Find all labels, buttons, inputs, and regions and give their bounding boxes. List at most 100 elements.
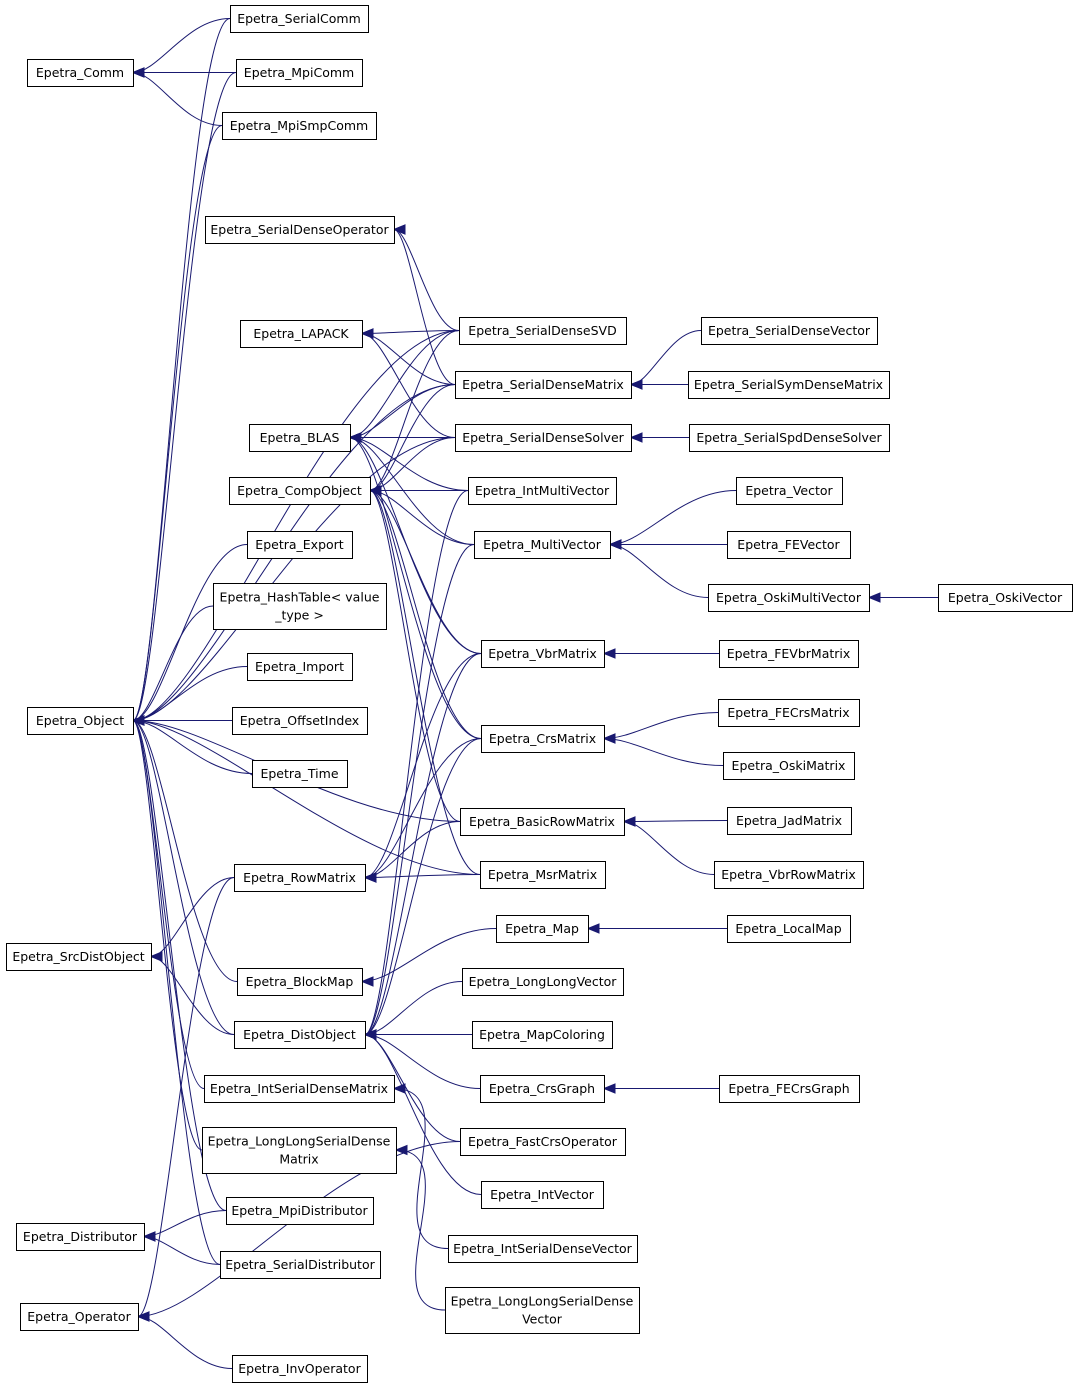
class-name-label: Epetra_BasicRowMatrix bbox=[469, 814, 615, 829]
class-node-oskimv[interactable]: Epetra_OskiMultiVector bbox=[708, 584, 870, 612]
class-box bbox=[718, 699, 860, 727]
class-node-oskimat[interactable]: Epetra_OskiMatrix bbox=[723, 752, 855, 780]
class-node-llvec[interactable]: Epetra_LongLongVector bbox=[462, 968, 624, 996]
class-box bbox=[708, 584, 870, 612]
class-name-label: Epetra_DistObject bbox=[243, 1027, 356, 1042]
class-box bbox=[938, 584, 1073, 612]
class-box bbox=[205, 216, 395, 244]
inheritance-edge-sdsvd-to-sdop bbox=[393, 229, 460, 331]
arrowhead-basicrow bbox=[622, 816, 636, 827]
class-node-serialdist[interactable]: Epetra_SerialDistributor bbox=[220, 1251, 381, 1279]
arrowhead-blas bbox=[348, 432, 362, 443]
arrowhead-distobj bbox=[363, 1029, 377, 1040]
class-node-spdsolver[interactable]: Epetra_SerialSpdDenseSolver bbox=[689, 424, 890, 452]
class-node-time[interactable]: Epetra_Time bbox=[252, 760, 348, 788]
class-node-intsdm[interactable]: Epetra_IntSerialDenseMatrix bbox=[204, 1075, 395, 1103]
class-name-label: Epetra_InvOperator bbox=[238, 1361, 361, 1376]
class-node-comm[interactable]: Epetra_Comm bbox=[27, 59, 134, 87]
arrowhead-compobj bbox=[368, 485, 382, 496]
class-box bbox=[719, 640, 859, 668]
inheritance-edge-intvec-to-distobj bbox=[364, 1034, 482, 1195]
class-node-sdmatrix[interactable]: Epetra_SerialDenseMatrix bbox=[455, 371, 632, 399]
class-node-fecrs[interactable]: Epetra_FECrsMatrix bbox=[718, 699, 860, 727]
class-node-fevector[interactable]: Epetra_FEVector bbox=[727, 531, 851, 559]
arrowhead-sdsolver bbox=[629, 432, 643, 443]
class-node-mpismpcomm[interactable]: Epetra_MpiSmpComm bbox=[222, 112, 377, 140]
class-node-mpidist[interactable]: Epetra_MpiDistributor bbox=[226, 1197, 374, 1225]
class-node-crsgraph[interactable]: Epetra_CrsGraph bbox=[480, 1075, 605, 1103]
class-node-hashtable[interactable]: Epetra_HashTable< value_type > bbox=[213, 583, 387, 630]
class-node-fastcrs[interactable]: Epetra_FastCrsOperator bbox=[460, 1128, 626, 1156]
inheritance-edge-mpismpcomm-to-object bbox=[132, 125, 223, 721]
class-box bbox=[481, 640, 605, 668]
class-box bbox=[222, 112, 377, 140]
class-node-crs[interactable]: Epetra_CrsMatrix bbox=[481, 725, 605, 753]
class-node-localmap[interactable]: Epetra_LocalMap bbox=[727, 915, 851, 943]
class-name-label: Epetra_FECrsMatrix bbox=[727, 705, 849, 720]
class-box bbox=[232, 1355, 368, 1383]
class-box bbox=[460, 808, 625, 836]
inheritance-edge-distobj-to-object bbox=[132, 720, 235, 1035]
class-name-label: Epetra_FastCrsOperator bbox=[468, 1134, 618, 1149]
class-node-lapack[interactable]: Epetra_LAPACK bbox=[240, 320, 363, 348]
class-node-object[interactable]: Epetra_Object bbox=[27, 707, 134, 735]
class-node-sdsvd[interactable]: Epetra_SerialDenseSVD bbox=[459, 317, 627, 345]
class-node-operator[interactable]: Epetra_Operator bbox=[20, 1303, 139, 1331]
class-node-sdop[interactable]: Epetra_SerialDenseOperator bbox=[205, 216, 395, 244]
class-box bbox=[455, 424, 632, 452]
class-node-msr[interactable]: Epetra_MsrMatrix bbox=[480, 861, 606, 889]
class-node-oskivec[interactable]: Epetra_OskiVector bbox=[938, 584, 1073, 612]
class-node-mapcolor[interactable]: Epetra_MapColoring bbox=[472, 1021, 613, 1049]
class-node-export[interactable]: Epetra_Export bbox=[247, 531, 353, 559]
class-node-sdsolver[interactable]: Epetra_SerialDenseSolver bbox=[455, 424, 632, 452]
class-node-serialcomm[interactable]: Epetra_SerialComm bbox=[230, 5, 369, 33]
class-node-map[interactable]: Epetra_Map bbox=[496, 915, 589, 943]
class-node-distributor[interactable]: Epetra_Distributor bbox=[16, 1223, 145, 1251]
class-node-jad[interactable]: Epetra_JadMatrix bbox=[727, 807, 852, 835]
class-node-import[interactable]: Epetra_Import bbox=[247, 653, 353, 681]
class-name-label: Epetra_MapColoring bbox=[479, 1027, 605, 1042]
class-node-compobj[interactable]: Epetra_CompObject bbox=[229, 477, 371, 505]
class-box bbox=[481, 725, 605, 753]
arrowhead-sdmatrix bbox=[629, 379, 643, 390]
class-node-vbr[interactable]: Epetra_VbrMatrix bbox=[481, 640, 605, 668]
class-node-blas[interactable]: Epetra_BLAS bbox=[249, 424, 351, 452]
inheritance-edge-map-to-blockmap bbox=[361, 928, 497, 982]
class-node-intsdv[interactable]: Epetra_IntSerialDenseVector bbox=[448, 1235, 638, 1263]
class-node-vbrrow[interactable]: Epetra_VbrRowMatrix bbox=[714, 861, 864, 889]
class-node-mpicomm[interactable]: Epetra_MpiComm bbox=[236, 59, 363, 87]
class-node-srcdist[interactable]: Epetra_SrcDistObject bbox=[6, 943, 152, 971]
class-node-distobj[interactable]: Epetra_DistObject bbox=[234, 1021, 366, 1049]
class-node-basicrow[interactable]: Epetra_BasicRowMatrix bbox=[460, 808, 625, 836]
class-node-intvec[interactable]: Epetra_IntVector bbox=[481, 1181, 604, 1209]
class-node-rowmatrix[interactable]: Epetra_RowMatrix bbox=[234, 864, 366, 892]
class-box bbox=[249, 424, 351, 452]
class-node-sdvec[interactable]: Epetra_SerialDenseVector bbox=[701, 317, 878, 345]
class-name-label: Epetra_LongLongSerialDense bbox=[208, 1134, 391, 1149]
class-name-label: Epetra_OskiMatrix bbox=[732, 758, 846, 773]
class-node-invop[interactable]: Epetra_InvOperator bbox=[232, 1355, 368, 1383]
class-name-label: Epetra_CrsGraph bbox=[489, 1081, 595, 1096]
inheritance-edge-sdsvd-to-object bbox=[132, 330, 460, 721]
class-node-offsetindex[interactable]: Epetra_OffsetIndex bbox=[232, 707, 368, 735]
arrowhead-comm bbox=[131, 67, 145, 78]
class-box bbox=[213, 583, 387, 630]
class-node-ssdm[interactable]: Epetra_SerialSymDenseMatrix bbox=[688, 371, 890, 399]
inheritance-edge-serialdist-to-object bbox=[132, 720, 221, 1265]
arrowhead-rowmatrix bbox=[363, 872, 377, 883]
class-name-label: Epetra_LAPACK bbox=[253, 326, 349, 341]
class-box bbox=[460, 1128, 626, 1156]
class-node-fevbr[interactable]: Epetra_FEVbrMatrix bbox=[719, 640, 859, 668]
class-node-vector[interactable]: Epetra_Vector bbox=[736, 477, 843, 505]
class-node-intmv[interactable]: Epetra_IntMultiVector bbox=[468, 477, 617, 505]
class-node-blockmap[interactable]: Epetra_BlockMap bbox=[237, 968, 363, 996]
class-box bbox=[736, 477, 843, 505]
class-node-mv[interactable]: Epetra_MultiVector bbox=[474, 531, 611, 559]
class-node-fecrsgraph[interactable]: Epetra_FECrsGraph bbox=[719, 1075, 860, 1103]
inheritance-edge-llsdv-to-llsdm bbox=[395, 1149, 446, 1311]
class-name-label: Epetra_SrcDistObject bbox=[12, 949, 144, 964]
inheritance-edge-hashtable-to-object bbox=[132, 605, 214, 721]
